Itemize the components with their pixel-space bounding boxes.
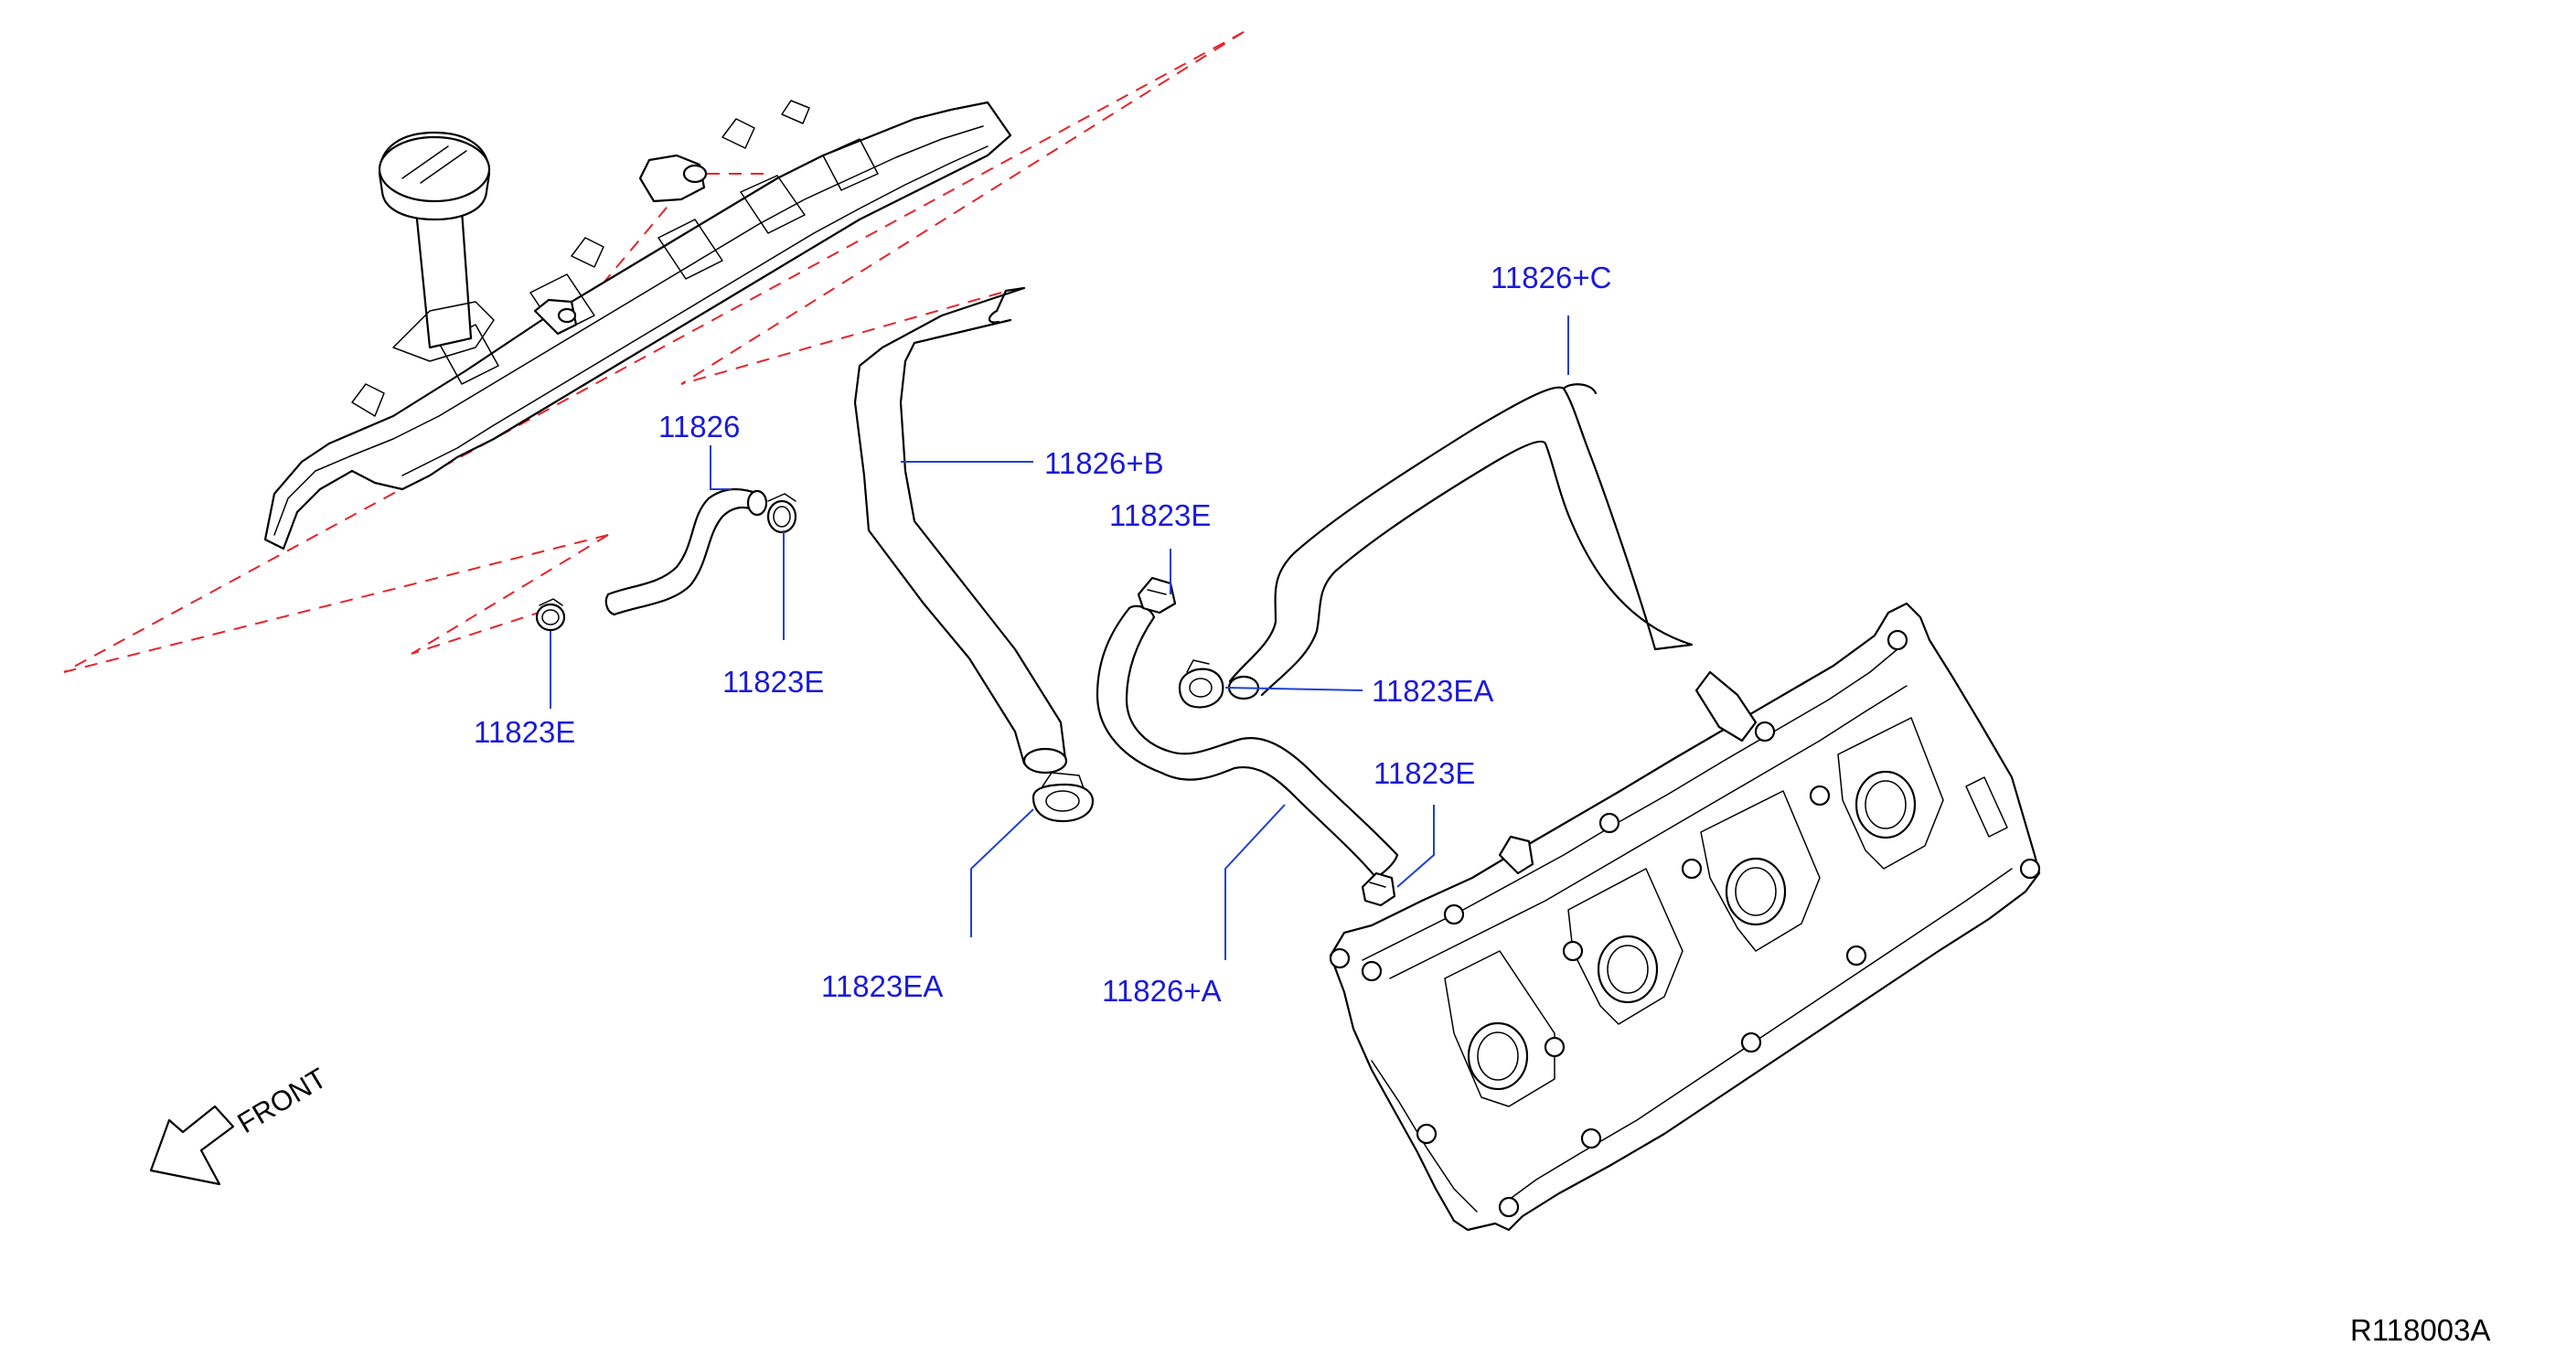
hose-11826 [604, 487, 768, 616]
hose-11826-b [853, 286, 1068, 775]
hose-11826-a [1096, 604, 1399, 880]
callout-11826-c: 11826+C [1491, 261, 1611, 294]
callout-11823e-upper-right: 11823E [1109, 498, 1211, 532]
spark-plug-boss-2 [1567, 868, 1683, 1025]
clamp-11823e-center [766, 493, 797, 534]
diagram-code: R118003A [2350, 1313, 2491, 1347]
spark-plug-boss-4 [1837, 717, 1944, 870]
reference-dash-lines [63, 31, 1245, 673]
callout-11823ea-bottom: 11823EA [821, 969, 943, 1003]
callout-11823e-left: 11823E [474, 715, 575, 749]
right-rocker-cover [1329, 602, 2041, 1232]
clamp-11823e-lower-right [1361, 871, 1396, 907]
hose-11826-c [1227, 383, 1694, 700]
left-rocker-cover [263, 100, 1012, 550]
clamp-11823ea-bottom [1031, 772, 1095, 823]
callout-labels: 11826 11826+B 11826+C 11823E 11823E 1182… [474, 261, 1611, 1008]
clamp-11823ea-right [1178, 659, 1224, 709]
front-label: FRONT [232, 1062, 333, 1139]
callout-11826-b: 11826+B [1044, 446, 1164, 480]
callout-11823e-center: 11823E [722, 665, 824, 699]
callout-11826-a: 11826+A [1102, 974, 1222, 1008]
front-arrow: FRONT [149, 1062, 333, 1186]
clamp-11823e-left [535, 598, 566, 632]
spark-plug-boss-3 [1700, 790, 1821, 952]
callout-11823e-lower-right: 11823E [1374, 756, 1475, 790]
callout-11826: 11826 [658, 410, 740, 443]
leader-lines [550, 315, 1569, 960]
clamp-11823e-upper-right [1137, 576, 1177, 614]
spark-plug-boss-1 [1444, 950, 1555, 1107]
callout-11823ea-right: 11823EA [1372, 674, 1493, 708]
